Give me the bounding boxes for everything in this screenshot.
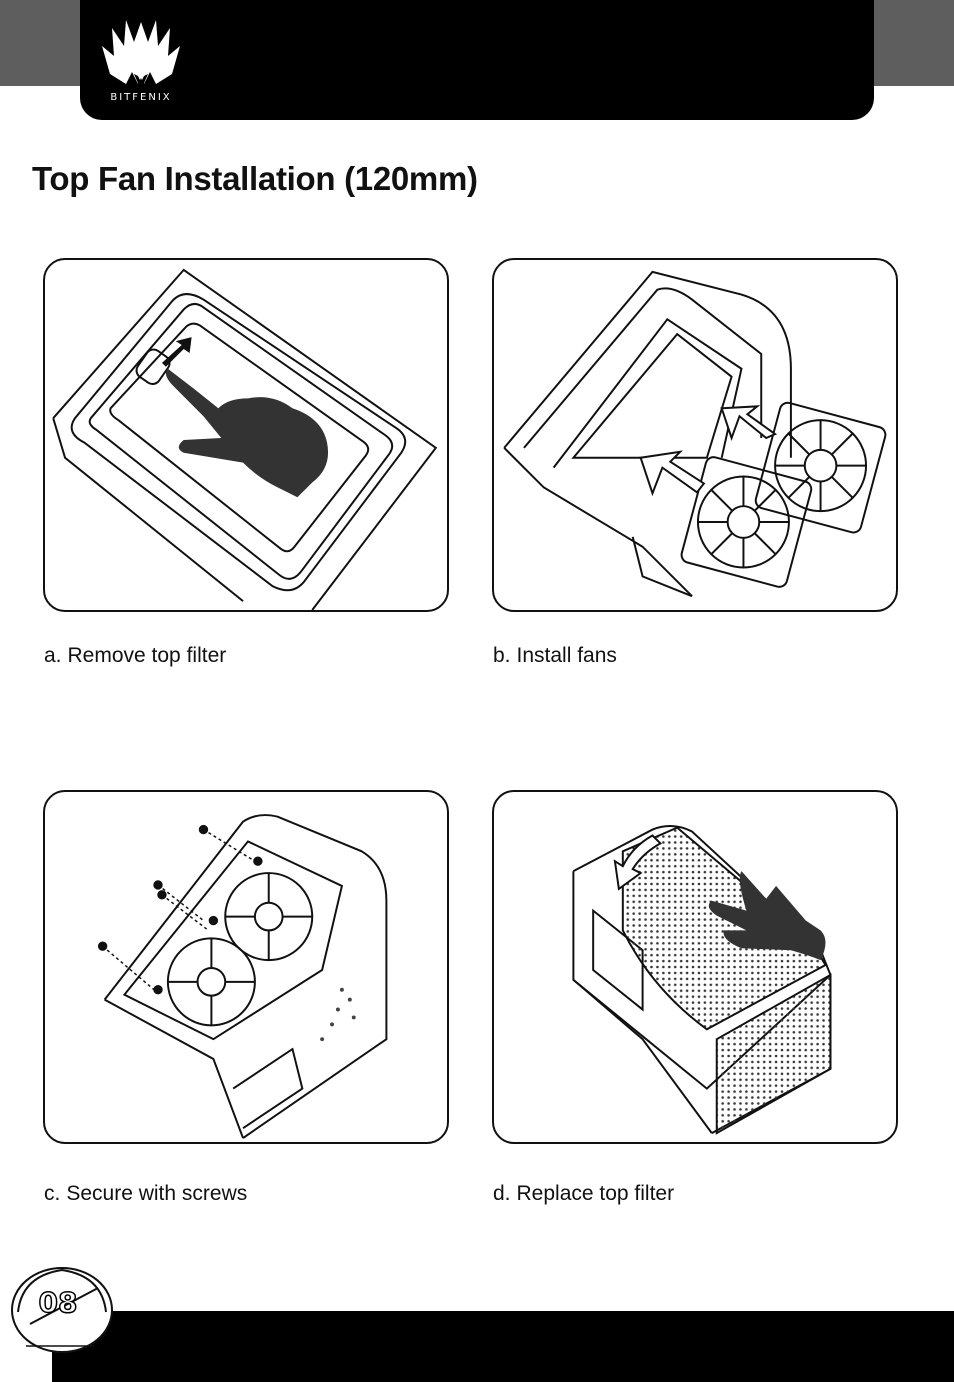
arrow-up-icon	[161, 337, 192, 367]
brand-logo-icon	[102, 20, 180, 90]
step-c-label: Secure with screws	[66, 1182, 248, 1205]
secure-screws-illustration	[97, 814, 388, 1139]
step-d-label: Replace top filter	[516, 1182, 675, 1205]
page-number: 08	[38, 1285, 78, 1320]
step-a-letter: a.	[44, 644, 62, 667]
filter-mesh	[621, 826, 827, 1031]
header-accent-right	[874, 0, 954, 86]
step-a-label: Remove top filter	[67, 644, 227, 667]
footer-bar	[52, 1311, 954, 1382]
header-accent-left	[0, 0, 80, 86]
replace-filter-illustration	[572, 825, 832, 1135]
step-b-illustration	[492, 258, 898, 612]
step-b-label: Install fans	[516, 644, 617, 667]
fan-icon	[224, 872, 314, 962]
brand-logo-text: BITFENIX	[110, 92, 172, 103]
hand-icon	[165, 368, 329, 498]
fan-icon	[680, 456, 813, 588]
step-a-caption: a.Remove top filter	[44, 644, 226, 668]
step-d-letter: d.	[493, 1182, 511, 1205]
remove-filter-illustration	[52, 268, 438, 610]
curved-arrow-icon	[613, 834, 663, 891]
fan-icon	[754, 401, 887, 534]
fan-icon	[166, 937, 256, 1027]
page-badge-icon	[11, 1267, 113, 1353]
arrow-icon	[639, 405, 778, 497]
step-a-illustration	[43, 258, 449, 612]
step-b-caption: b.Install fans	[493, 644, 617, 668]
screw-icon	[97, 824, 263, 995]
step-d-caption: d.Replace top filter	[493, 1182, 674, 1206]
install-fans-illustration	[503, 270, 887, 598]
step-c-letter: c.	[44, 1182, 61, 1205]
page-title: Top Fan Installation (120mm)	[32, 160, 478, 197]
header-bar	[80, 0, 874, 120]
hand-icon	[708, 871, 826, 961]
step-c-caption: c.Secure with screws	[44, 1182, 247, 1206]
step-b-letter: b.	[493, 644, 511, 667]
step-d-illustration	[492, 790, 898, 1144]
step-c-illustration	[43, 790, 449, 1144]
